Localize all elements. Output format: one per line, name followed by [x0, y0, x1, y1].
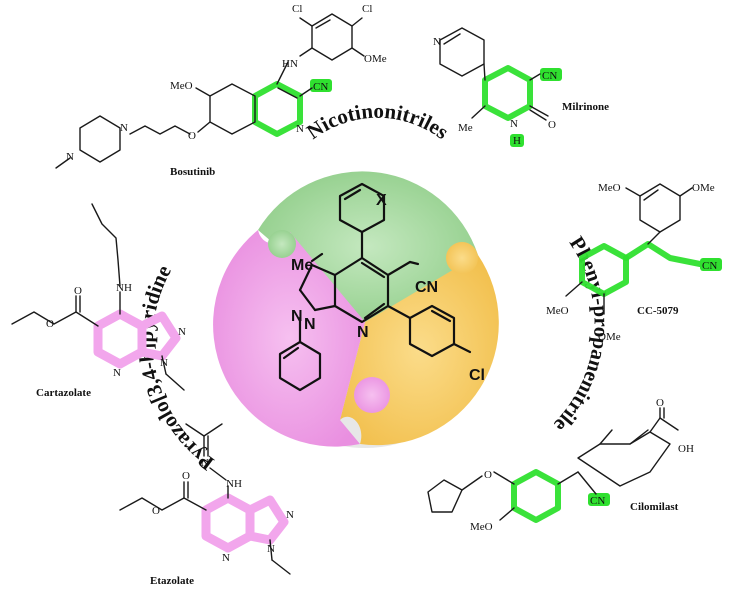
etazolate-o-ester: O — [152, 505, 160, 517]
milrinone-nh-highlight — [510, 134, 524, 147]
milrinone-cn-highlight — [540, 68, 562, 81]
cartazolate-structure — [11, 203, 185, 391]
cilomilast-cn-highlight — [588, 493, 610, 506]
cartazolate-o-ester: O — [46, 318, 54, 330]
etazolate-pyridine-n: N — [222, 552, 230, 564]
cilomilast-o-acid: O — [656, 397, 664, 409]
cartazolate-label: Cartazolate — [36, 387, 91, 399]
arc-label-left: Pyrazolo[3,4-b]pyridine — [134, 261, 219, 475]
green-sector — [258, 171, 478, 322]
core-n-atom-3: N — [357, 324, 369, 341]
cc5079-ome: OMe — [598, 331, 621, 343]
cartazolate-pyridine-n: N — [113, 367, 121, 379]
core-n-atom-1: N — [291, 308, 303, 325]
bosutinib-pip-n2: N — [66, 151, 74, 163]
cc5079-structure — [565, 183, 722, 315]
cilomilast-cn: CN — [590, 495, 605, 507]
core-n-atom-2: N — [304, 316, 316, 333]
etazolate-label: Etazolate — [150, 575, 194, 587]
cc5079-cn: CN — [702, 260, 717, 272]
cc5079-ome-top: OMe — [692, 182, 715, 194]
bosutinib-cl-1: Cl — [292, 3, 302, 15]
milrinone-n: N — [510, 118, 518, 130]
milrinone-pyridine-n: N — [433, 36, 441, 48]
arc-label-top: Nicotinonitriles — [302, 99, 453, 144]
cartazolate-n-a: N — [178, 326, 186, 338]
bosutinib-pip-n1: N — [120, 122, 128, 134]
core-chlorine: Cl — [469, 367, 485, 384]
cc5079-label: CC-5079 — [637, 305, 679, 317]
core-methyl: Me — [291, 257, 313, 274]
cilomilast-o-ether: O — [484, 469, 492, 481]
core-cn: CN — [415, 279, 438, 296]
etazolate-nh: NH — [226, 478, 242, 490]
milrinone-o: O — [548, 119, 556, 131]
bosutinib-hn: HN — [282, 58, 298, 70]
milrinone-cn: CN — [542, 70, 557, 82]
bosutinib-label: Bosutinib — [170, 166, 215, 178]
milrinone-structure — [439, 27, 562, 147]
bosutinib-cn: CN — [313, 81, 328, 93]
bosutinib-structure — [55, 13, 365, 169]
milrinone-me: Me — [458, 122, 473, 134]
cilomilast-meo: MeO — [470, 521, 493, 533]
cartazolate-o-carbonyl: O — [74, 285, 82, 297]
bosutinib-cn-highlight — [310, 79, 332, 92]
core-structure — [278, 182, 472, 392]
cartazolate-nh: NH — [116, 282, 132, 294]
cc5079-meo-top: MeO — [598, 182, 621, 194]
bosutinib-meo: MeO — [170, 80, 193, 92]
puzzle-tab-orange — [446, 242, 478, 274]
core-x-substituent: X — [376, 192, 387, 209]
bosutinib-cl-2: Cl — [362, 3, 372, 15]
etazolate-n-b: N — [267, 543, 275, 555]
bosutinib-ring-n: N — [296, 123, 304, 135]
bosutinib-o: O — [188, 130, 196, 142]
etazolate-n-a: N — [286, 509, 294, 521]
puzzle-tab-green — [268, 230, 296, 258]
pink-sector — [213, 230, 365, 447]
cc5079-cn-highlight — [700, 258, 722, 271]
cc5079-meo: MeO — [546, 305, 569, 317]
etazolate-o-carbonyl: O — [182, 470, 190, 482]
bosutinib-ome: OMe — [364, 53, 387, 65]
puzzle-tab-pink — [354, 377, 390, 413]
etazolate-n-imine: N — [201, 457, 209, 469]
etazolate-structure — [119, 423, 291, 575]
cilomilast-structure — [427, 407, 679, 523]
milrinone-label: Milrinone — [562, 101, 609, 113]
cilomilast-label: Cilomilast — [630, 501, 679, 513]
central-puzzle-circle: X Me CN N N N Cl — [213, 171, 499, 448]
cilomilast-oh: OH — [678, 443, 694, 455]
milrinone-h: H — [513, 135, 521, 147]
cartazolate-n-b: N — [160, 357, 168, 369]
